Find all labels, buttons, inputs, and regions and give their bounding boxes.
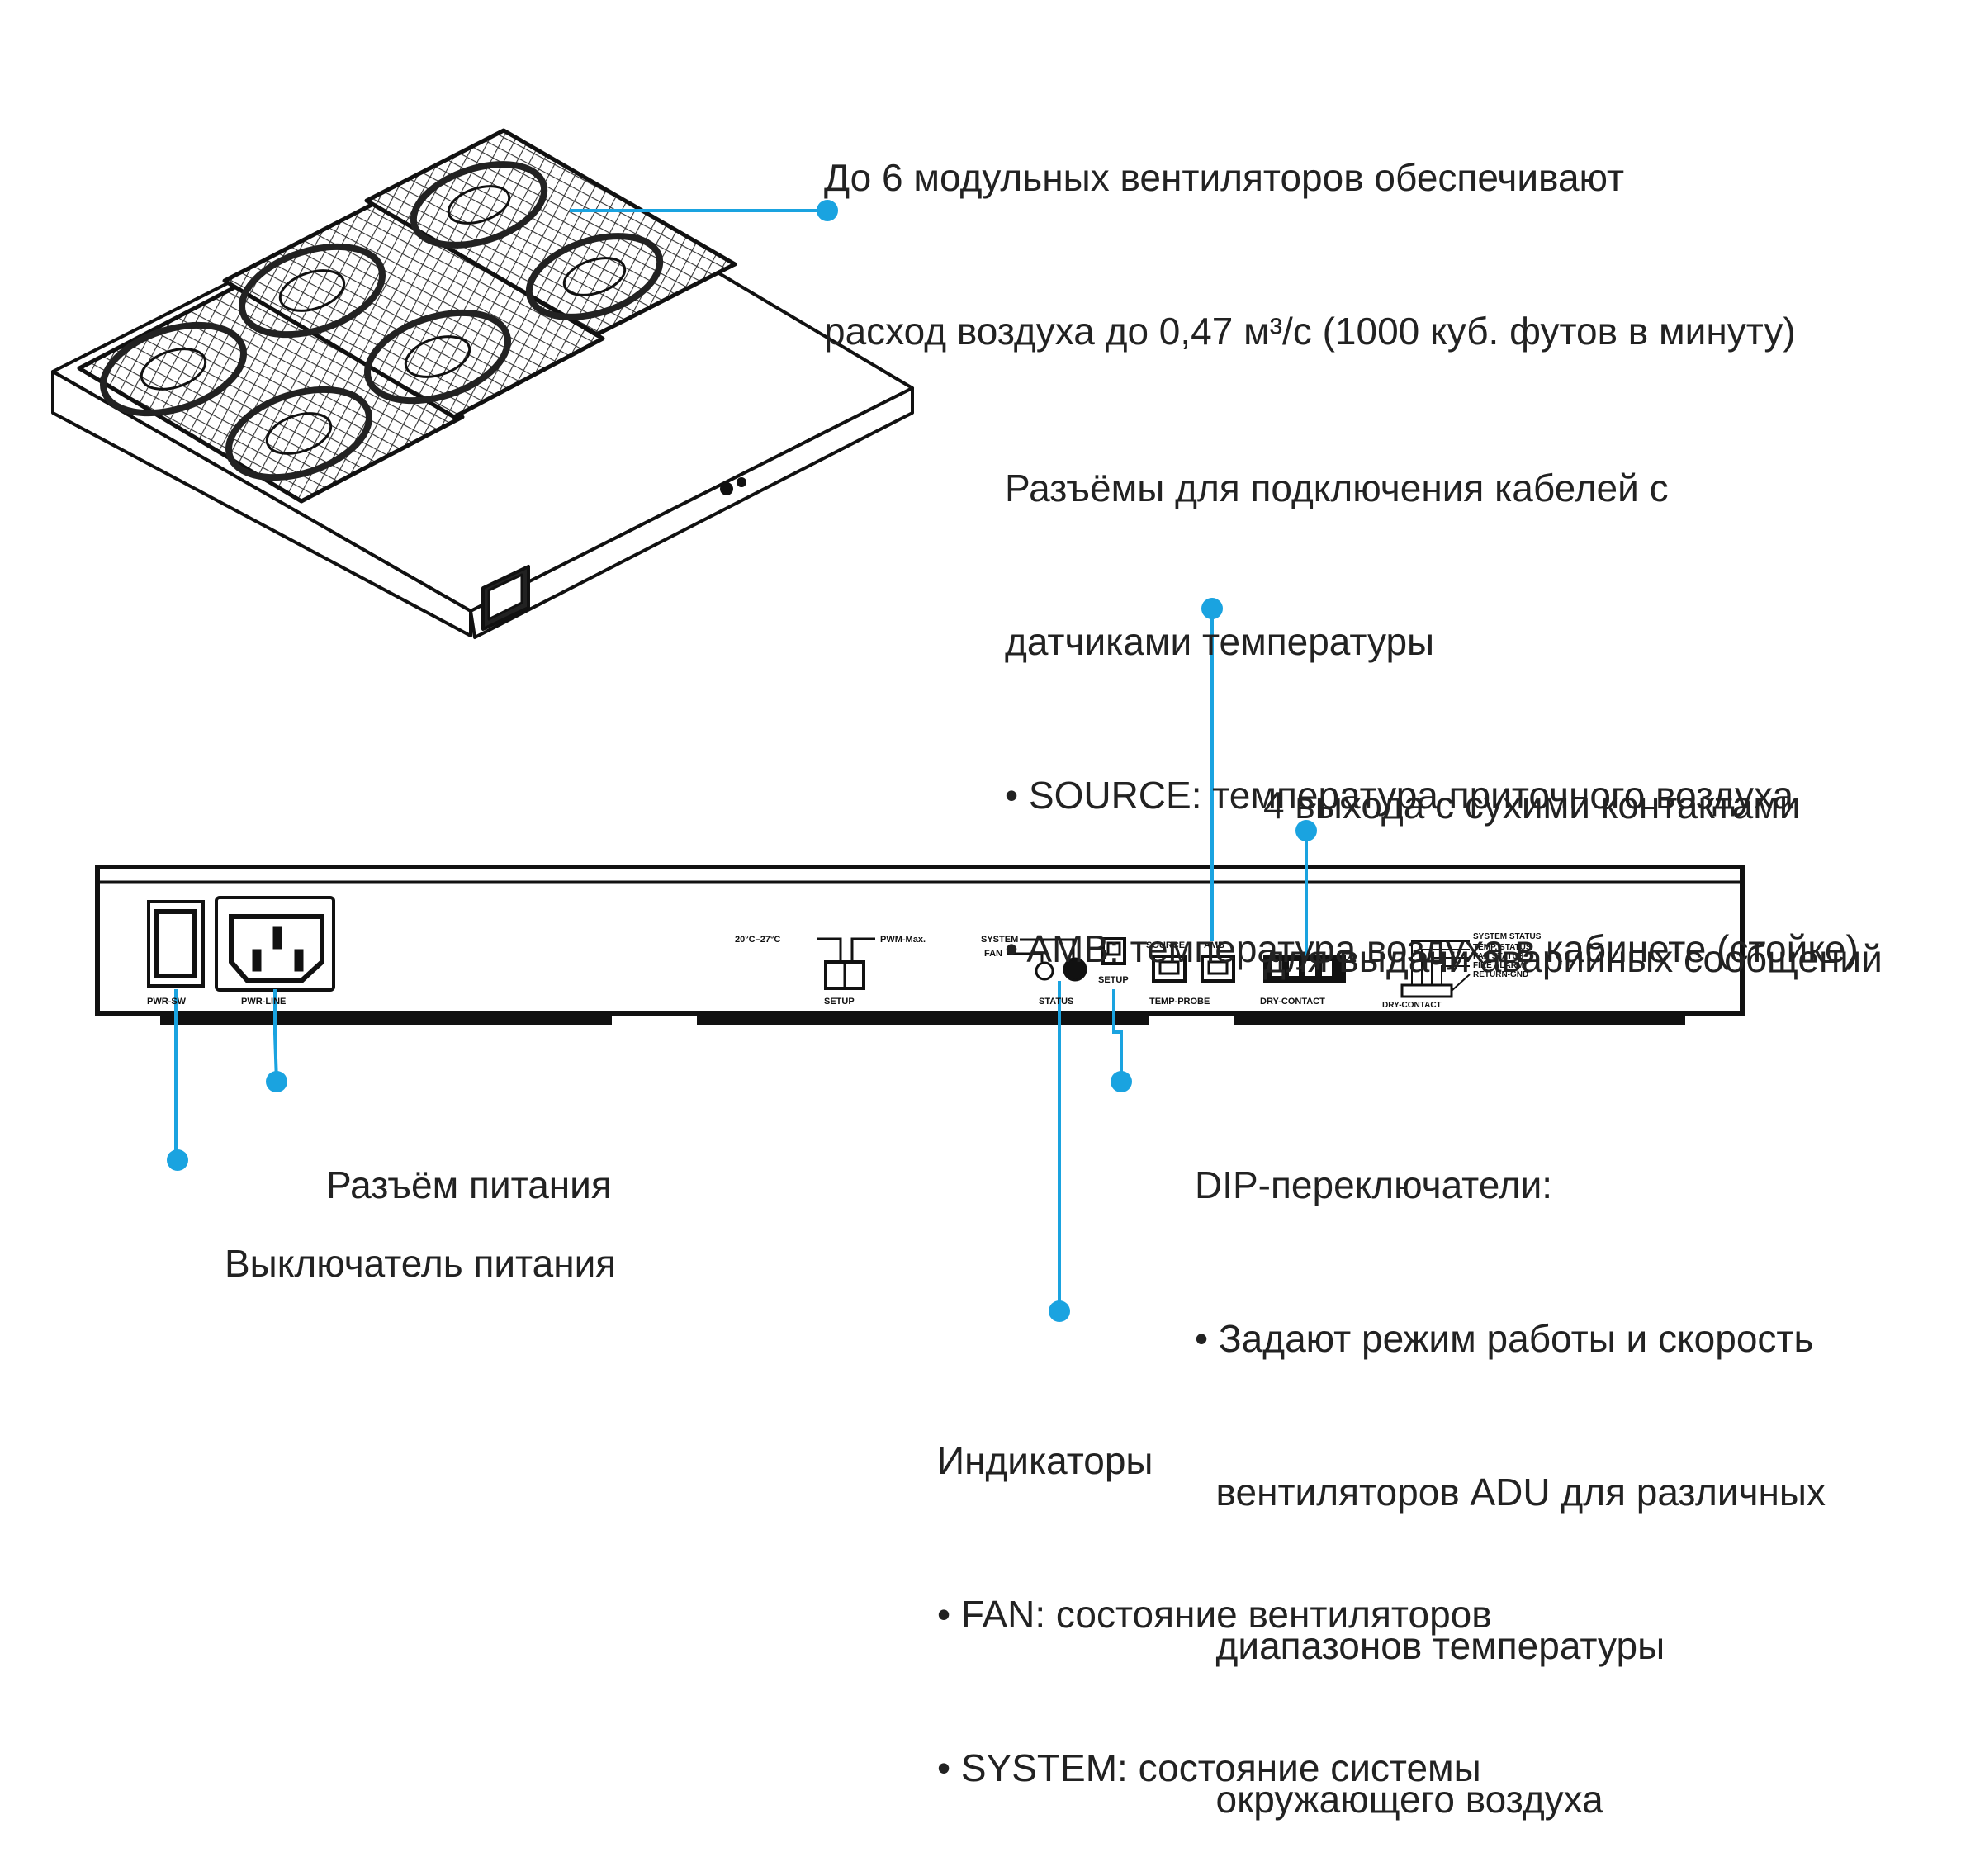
label-temp-status: TEMP. STATUS — [1473, 943, 1532, 952]
label-return-gnd: RETURN-GND — [1473, 970, 1528, 979]
callout-indicators-line: • SYSTEM: состояние системы — [937, 1746, 1481, 1789]
label-temp-range: 20°C–27°C — [735, 935, 780, 945]
setup-button-graphic — [1101, 937, 1126, 965]
setup-dip-graphic — [817, 937, 875, 990]
callout-power-connector-line: Разъём питания — [326, 1163, 612, 1206]
fan-module-2 — [222, 201, 605, 419]
panel-labels: PWR-SW PWR-LINE 20°C–27°C PWM-Max. SETUP… — [147, 932, 1542, 1010]
leader-dip — [1112, 989, 1123, 1080]
diagram-canvas: PWR-SW PWR-LINE 20°C–27°C PWM-Max. SETUP… — [51, 128, 1745, 1322]
callout-fans-line: До 6 модульных вентиляторов обеспечивают — [824, 156, 1625, 199]
label-fan-status: FAN STATUS — [1473, 952, 1524, 961]
callout-sensors: Разъёмы для подключения кабелей с датчик… — [1005, 360, 1859, 1026]
fan-rings — [100, 161, 664, 481]
callout-indicators: Индикаторы • FAN: состояние вентиляторов… — [937, 1333, 1492, 1845]
power-inlet-side — [481, 565, 530, 631]
label-status: STATUS — [1039, 997, 1073, 1007]
callout-dry-contacts-line: 4 выхода с сухими контактами — [1263, 784, 1801, 827]
callout-sensors-line: • AMB: температура воздуха в кабинете (с… — [1005, 927, 1859, 970]
power-switch-graphic — [147, 900, 205, 988]
temp-probe-ports-graphic — [1152, 955, 1235, 983]
dot-fans — [817, 200, 838, 221]
dot-dip — [1111, 1071, 1132, 1092]
label-dry-contact: DRY-CONTACT — [1260, 997, 1325, 1007]
callout-dip-line: DIP-переключатели: — [1195, 1163, 1553, 1206]
callout-power-switch: Выключатель питания — [225, 1135, 616, 1340]
power-connector-graphic — [215, 896, 335, 992]
label-source: SOURCE — [1146, 940, 1185, 950]
status-led-graphic — [1007, 938, 1087, 982]
label-setup-2: SETUP — [1098, 975, 1129, 985]
callout-sensors-line: • SOURCE: температура приточного воздуха — [1005, 774, 1794, 817]
callout-indicators-line: • FAN: состояние вентиляторов — [937, 1593, 1492, 1636]
callout-sensors-line: датчиками температуры — [1005, 620, 1435, 663]
leader-lines — [174, 209, 1308, 1310]
label-pwm-max: PWM-Max. — [880, 935, 926, 945]
label-system-status: SYSTEM STATUS — [1473, 932, 1542, 941]
callout-fans: До 6 модульных вентиляторов обеспечивают… — [824, 50, 1796, 408]
label-dry-contact-2: DRY-CONTACT — [1382, 1001, 1442, 1010]
dot-dry-contacts — [1295, 820, 1317, 841]
callout-dip-line: • Задают режим работы и скорость — [1195, 1317, 1814, 1360]
label-system: SYSTEM — [981, 935, 1018, 945]
fan-led — [1035, 961, 1054, 981]
label-fan: FAN — [984, 949, 1002, 959]
dot-power-switch — [167, 1149, 188, 1171]
callout-sensors-line: Разъёмы для подключения кабелей с — [1005, 467, 1669, 509]
label-setup: SETUP — [824, 997, 855, 1007]
callout-power-switch-line: Выключатель питания — [225, 1242, 617, 1285]
dot-power-connector — [266, 1071, 287, 1092]
callout-dry-contacts: 4 выхода с сухими контактами для выдачи … — [1263, 677, 1883, 1035]
label-temp-probe: TEMP-PROBE — [1149, 997, 1210, 1007]
fan-module-3 — [364, 128, 737, 337]
callout-indicators-line: Индикаторы — [937, 1439, 1153, 1482]
dot-sensors — [1201, 598, 1223, 619]
callout-dry-contacts-line: для выдачи аварийных сообщений — [1263, 937, 1883, 980]
label-fire-alarm: FIRE ALARM — [1473, 961, 1523, 970]
label-pwr-sw: PWR-SW — [147, 997, 187, 1007]
dry-contact-legend-graphic — [1400, 940, 1471, 998]
dot-indicators — [1049, 1300, 1070, 1322]
label-amb: AMB — [1204, 940, 1224, 950]
label-pwr-line: PWR-LINE — [241, 997, 286, 1007]
dry-contact-block-graphic — [1263, 955, 1346, 983]
callout-fans-line: расход воздуха до 0,47 м³/с (1000 куб. ф… — [824, 310, 1796, 353]
leader-dots — [167, 200, 1317, 1322]
system-led — [1063, 957, 1087, 982]
fan-modules — [77, 128, 737, 504]
leader-power-connector — [273, 989, 278, 1082]
callout-power-connector: Разъём питания — [326, 1057, 612, 1262]
